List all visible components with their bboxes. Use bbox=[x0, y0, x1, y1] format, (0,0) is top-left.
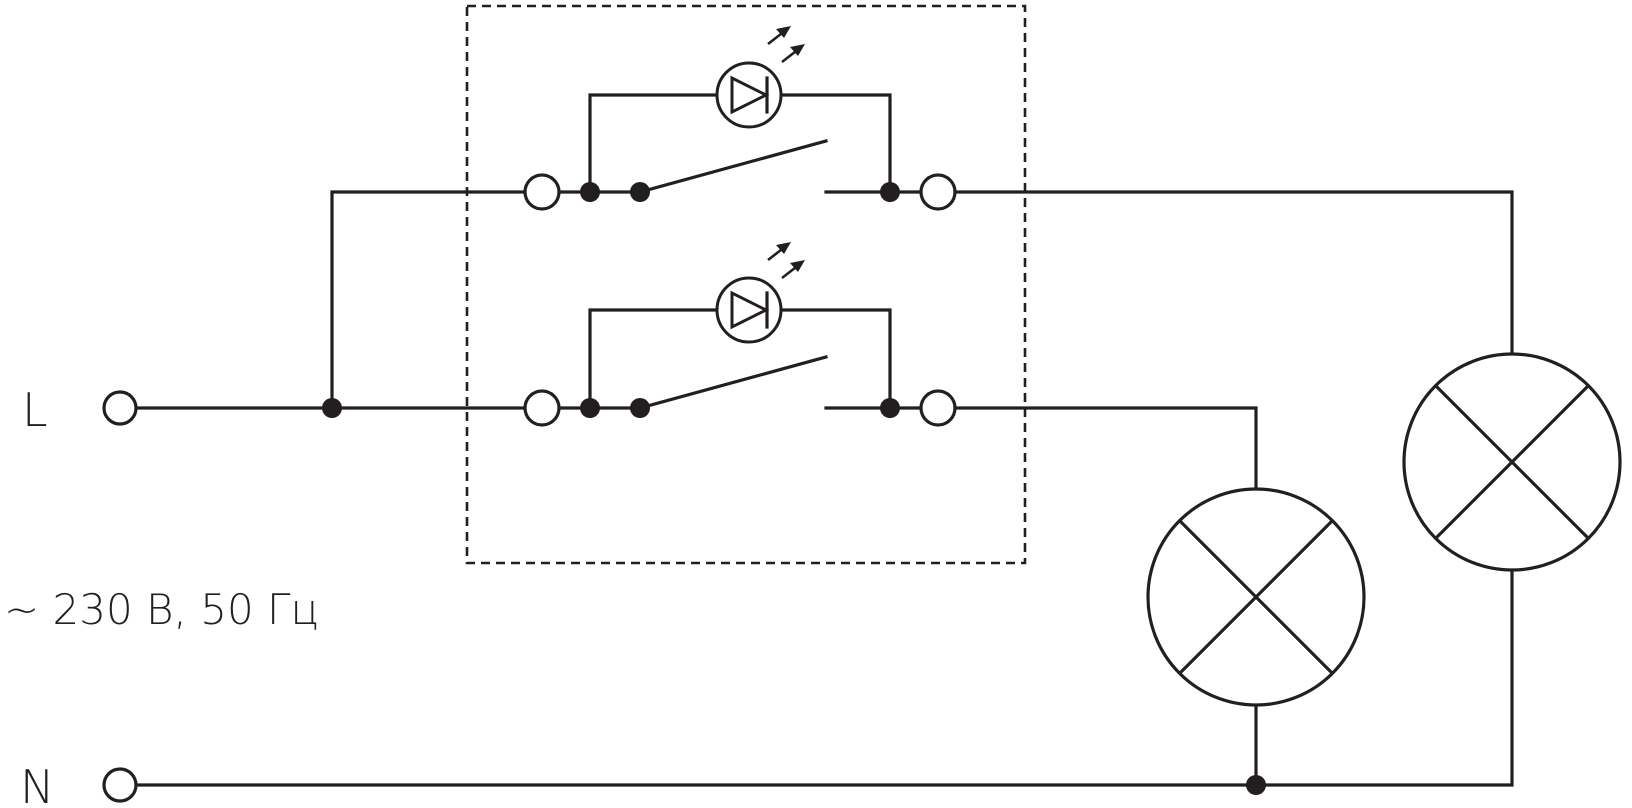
junction-node bbox=[322, 398, 342, 418]
phase-label: L bbox=[22, 383, 48, 437]
switch-2-pivot bbox=[630, 398, 650, 418]
switch-2-input-terminal bbox=[523, 389, 561, 427]
neutral-wire bbox=[134, 568, 1514, 787]
lamp-2-feed-wire bbox=[953, 190, 1514, 356]
switch-1-output-terminal bbox=[919, 173, 957, 211]
switch-2-output-terminal bbox=[919, 389, 957, 427]
phase-branch-wire bbox=[330, 190, 528, 410]
supply-voltage-label: ~ 230 В, 50 Гц bbox=[4, 585, 319, 634]
junction-node bbox=[880, 398, 900, 418]
switch-1-blade bbox=[638, 139, 828, 194]
switch-1-pivot bbox=[630, 182, 650, 202]
switch-1-input-terminal bbox=[523, 173, 561, 211]
lamp-icon bbox=[1402, 352, 1622, 572]
switch-housing bbox=[465, 4, 1027, 565]
switch-channel-2 bbox=[523, 242, 957, 427]
junction-node bbox=[880, 182, 900, 202]
switch-channel-1 bbox=[523, 26, 957, 211]
lamp-1-feed-wire bbox=[953, 406, 1258, 490]
phase-terminal bbox=[102, 390, 138, 426]
led-indicator-icon bbox=[715, 26, 805, 129]
neutral-label: N bbox=[20, 760, 54, 808]
junction-node bbox=[580, 398, 600, 418]
switch-2-blade bbox=[638, 355, 828, 410]
junction-node bbox=[580, 182, 600, 202]
junction-node bbox=[1246, 775, 1266, 795]
lamp-icon bbox=[1146, 487, 1366, 707]
neutral-terminal bbox=[102, 767, 138, 803]
led-indicator-icon bbox=[715, 242, 805, 344]
